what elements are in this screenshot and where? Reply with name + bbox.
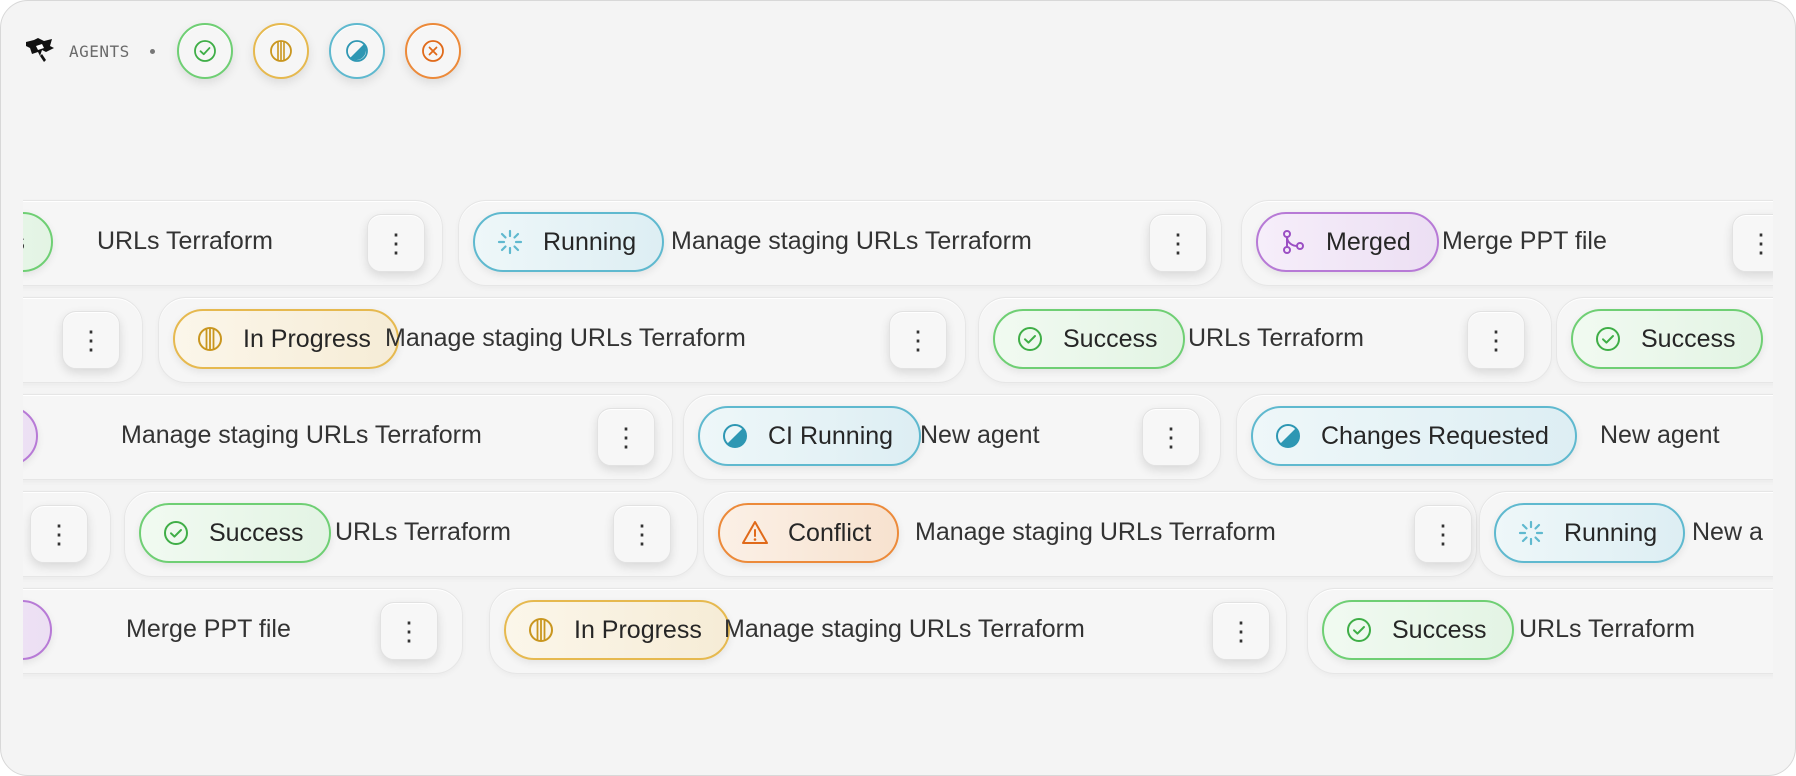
status-badge: Success bbox=[1571, 309, 1764, 369]
git-merge-icon bbox=[1278, 227, 1308, 257]
agent-card[interactable]: ⋮ bbox=[23, 491, 111, 577]
agent-title: URLs Terraform bbox=[335, 518, 511, 546]
status-badge: lerged bbox=[23, 600, 52, 660]
title-separator bbox=[149, 48, 155, 54]
more-options-button[interactable]: ⋮ bbox=[1149, 214, 1207, 272]
more-options-button[interactable]: ⋮ bbox=[367, 214, 425, 272]
more-options-button[interactable]: ⋮ bbox=[889, 311, 947, 369]
filter-ci-running-button[interactable] bbox=[328, 23, 385, 79]
agent-card[interactable]: Success bbox=[1556, 297, 1773, 383]
status-badge: CI Running bbox=[698, 406, 922, 466]
agent-card[interactable]: Merged Merge PPT file ⋮ bbox=[1241, 200, 1773, 286]
check-circle-icon bbox=[193, 40, 216, 62]
status-badge: Running bbox=[1494, 503, 1686, 563]
status-badge: Changes Requested bbox=[1251, 406, 1577, 466]
progress-circle-icon bbox=[526, 615, 556, 645]
agent-title: New agent bbox=[920, 421, 1040, 449]
filter-failed-button[interactable] bbox=[404, 23, 461, 79]
agent-title: URLs Terraform bbox=[97, 227, 273, 255]
agent-title: Manage staging URLs Terraform bbox=[724, 615, 1085, 643]
x-circle-icon bbox=[421, 40, 444, 62]
filter-success-button[interactable] bbox=[176, 23, 233, 79]
half-circle-icon bbox=[345, 40, 368, 62]
agent-title: Merge PPT file bbox=[126, 615, 291, 643]
progress-circle-icon bbox=[269, 40, 292, 62]
agent-title: Merge PPT file bbox=[1442, 227, 1607, 255]
more-options-button[interactable]: ⋮ bbox=[1467, 311, 1525, 369]
progress-circle-icon bbox=[195, 324, 225, 354]
agent-title: Manage staging URLs Terraform bbox=[121, 421, 482, 449]
agent-title: Manage staging URLs Terraform bbox=[915, 518, 1276, 546]
agent-card[interactable]: rged Manage staging URLs Terraform ⋮ bbox=[23, 394, 673, 480]
more-options-button[interactable]: ⋮ bbox=[613, 505, 671, 563]
agent-card[interactable]: Success URLs Terraform bbox=[1307, 588, 1773, 674]
more-options-button[interactable]: ⋮ bbox=[62, 311, 120, 369]
agent-card[interactable]: Conflict Manage staging URLs Terraform ⋮ bbox=[703, 491, 1477, 577]
agent-card[interactable]: Changes Requested New agent bbox=[1236, 394, 1773, 480]
agent-title: URLs Terraform bbox=[1188, 324, 1364, 352]
more-options-button[interactable]: ⋮ bbox=[1212, 602, 1270, 660]
status-badge: rged bbox=[23, 406, 39, 466]
check-circle-icon bbox=[1344, 615, 1374, 645]
status-badge: Success bbox=[1322, 600, 1515, 660]
status-badge: Success bbox=[993, 309, 1186, 369]
status-badge: In Progress bbox=[173, 309, 399, 369]
header-bar: AGENTS bbox=[23, 21, 481, 81]
status-badge: Conflict bbox=[718, 503, 900, 563]
agent-card[interactable]: In Progress Manage staging URLs Terrafor… bbox=[158, 297, 966, 383]
agent-logo-icon bbox=[23, 34, 57, 68]
check-circle-icon bbox=[1593, 324, 1623, 354]
agent-title: New a bbox=[1692, 518, 1763, 546]
agent-card[interactable]: CI Running New agent ⋮ bbox=[683, 394, 1221, 480]
more-options-button[interactable]: ⋮ bbox=[30, 505, 88, 563]
agent-card[interactable]: Running New a bbox=[1479, 491, 1773, 577]
agent-card[interactable]: lerged Merge PPT file ⋮ bbox=[23, 588, 463, 674]
agent-card[interactable]: Success URLs Terraform ⋮ bbox=[978, 297, 1552, 383]
more-options-button[interactable]: ⋮ bbox=[1414, 505, 1472, 563]
agent-card[interactable]: Running Manage staging URLs Terraform ⋮ bbox=[458, 200, 1222, 286]
agents-marquee: ess URLs Terraform ⋮ bbox=[23, 191, 1773, 681]
status-badge: Merged bbox=[1256, 212, 1439, 272]
status-badge: ess bbox=[23, 212, 53, 272]
spinner-icon bbox=[495, 227, 525, 257]
agent-title: URLs Terraform bbox=[1519, 615, 1695, 643]
status-badge: Success bbox=[139, 503, 332, 563]
status-badge: In Progress bbox=[504, 600, 730, 660]
status-badge: Running bbox=[473, 212, 665, 272]
check-circle-icon bbox=[1015, 324, 1045, 354]
page-title: AGENTS bbox=[69, 41, 130, 61]
more-options-button[interactable]: ⋮ bbox=[597, 408, 655, 466]
more-options-button[interactable]: ⋮ bbox=[1732, 214, 1773, 272]
agent-card[interactable]: ⋮ bbox=[23, 297, 143, 383]
spinner-icon bbox=[1516, 518, 1546, 548]
agent-card[interactable]: Success URLs Terraform ⋮ bbox=[124, 491, 698, 577]
agent-title: New agent bbox=[1600, 421, 1720, 449]
agent-card[interactable]: In Progress Manage staging URLs Terrafor… bbox=[489, 588, 1287, 674]
filter-in-progress-button[interactable] bbox=[252, 23, 309, 79]
agent-title: Manage staging URLs Terraform bbox=[671, 227, 1032, 255]
more-options-button[interactable]: ⋮ bbox=[1142, 408, 1200, 466]
more-options-button[interactable]: ⋮ bbox=[380, 602, 438, 660]
check-circle-icon bbox=[161, 518, 191, 548]
half-circle-icon bbox=[720, 421, 750, 451]
agent-title: Manage staging URLs Terraform bbox=[385, 324, 746, 352]
half-circle-icon bbox=[1273, 421, 1303, 451]
agent-card[interactable]: ess URLs Terraform ⋮ bbox=[23, 200, 443, 286]
warning-icon bbox=[740, 518, 770, 548]
